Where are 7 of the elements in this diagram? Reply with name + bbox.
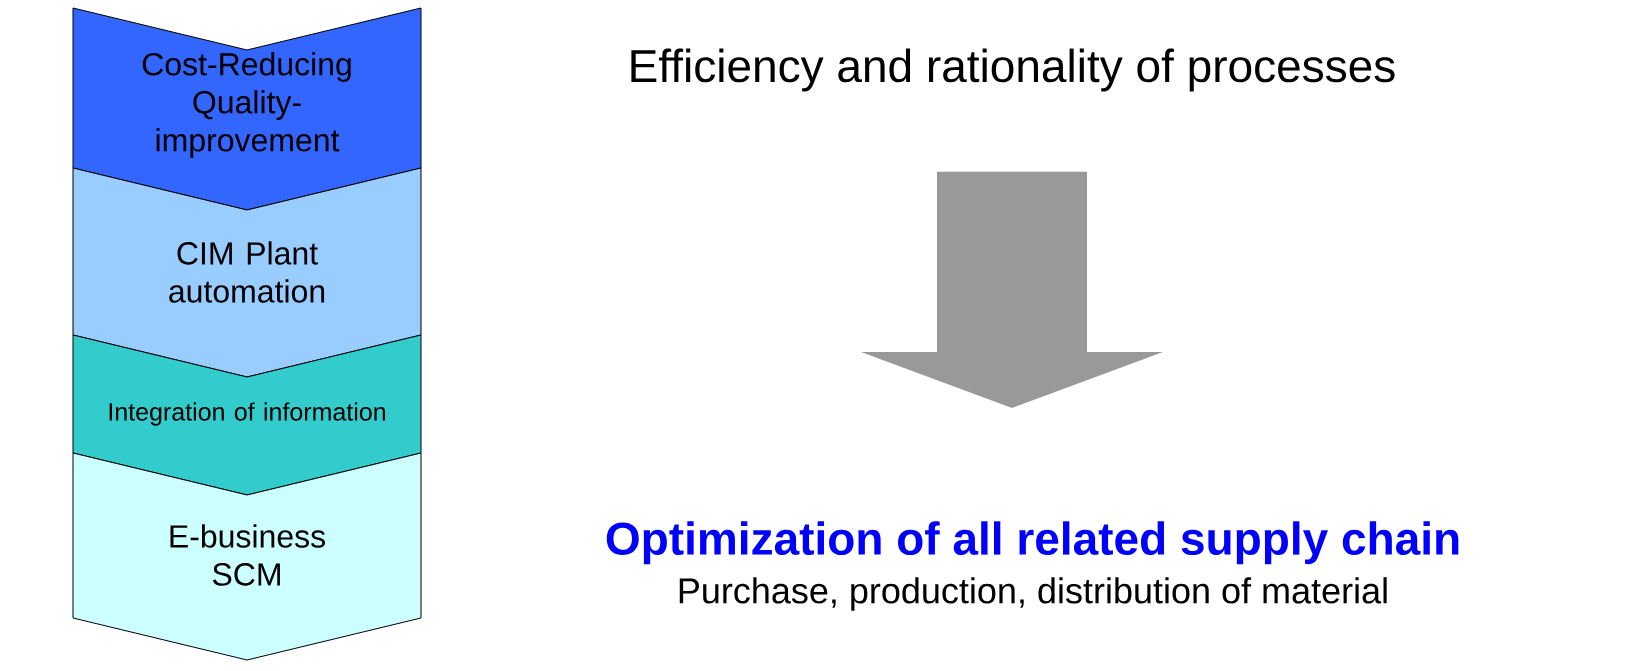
result-text: Optimization of all related supply chain Purchase, production, distribution of material (606, 521, 1459, 611)
process-step: Cost-Reducing Quality-improvement (72, 7, 422, 211)
process-step: CIM Plant automation (72, 167, 422, 378)
process-step: Integration of information (72, 334, 422, 496)
title: Efficiency and rationality of processes (631, 48, 1395, 92)
block-arrow (861, 171, 1163, 409)
process-step: E-business SCM (72, 452, 422, 661)
